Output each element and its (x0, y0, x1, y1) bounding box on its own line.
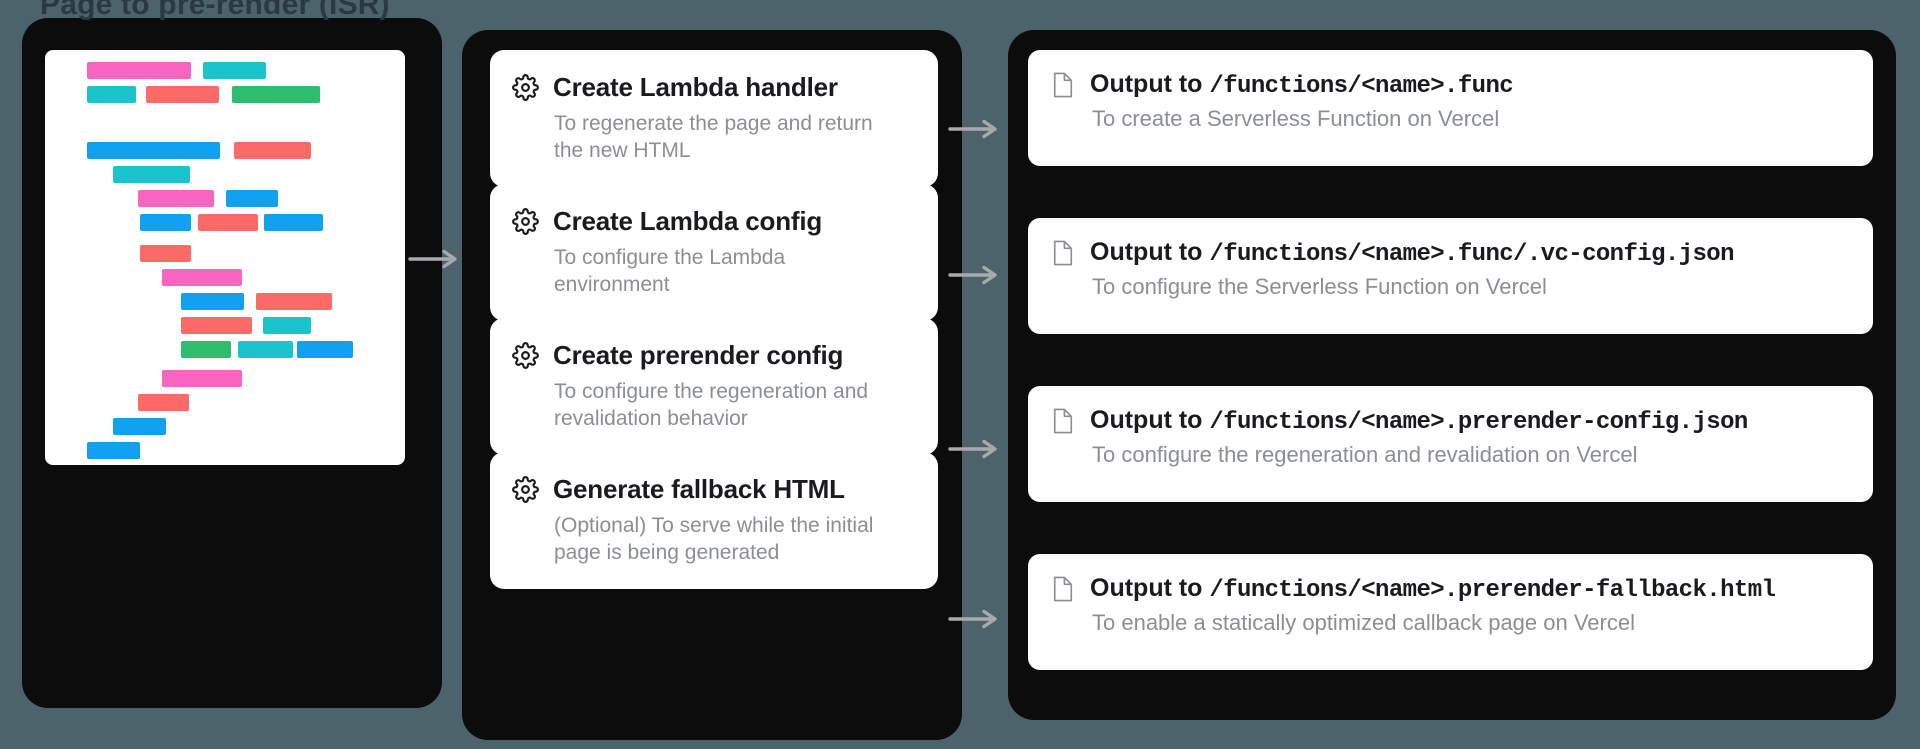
arrow-step-3-to-output-3 (948, 438, 1002, 465)
build-step-card[interactable]: Create prerender config To configure the … (490, 318, 938, 455)
build-step-description: To regenerate the page and return the ne… (554, 112, 873, 163)
output-card-title: Output to /functions/<name>.prerender-fa… (1090, 574, 1776, 604)
arrow-step-3-to-output-3-glyph (948, 438, 1002, 460)
build-step-description: To configure the regeneration and revali… (554, 380, 869, 431)
build-step-description: (Optional) To serve while the initial pa… (554, 514, 874, 565)
page-preview-bar (181, 316, 252, 334)
build-step-title: Create Lambda handler (553, 72, 838, 102)
output-card-header: Output to /functions/<name>.func/.vc-con… (1052, 238, 1849, 268)
page-preview-bar (162, 369, 242, 387)
build-step-title: Create Lambda config (553, 206, 823, 236)
output-card-description: To enable a statically optimized callbac… (1092, 610, 1635, 635)
gear-icon (512, 476, 539, 503)
build-step-header: Create Lambda config (512, 206, 916, 237)
output-card[interactable]: Output to /functions/<name>.func To creat… (1028, 50, 1873, 166)
page-preview-bar (198, 213, 258, 231)
build-step-description: To configure the Lambda environment (554, 246, 786, 297)
output-card-header: Output to /functions/<name>.func (1052, 70, 1849, 100)
output-card[interactable]: Output to /functions/<name>.prerender-co… (1028, 386, 1873, 502)
file-icon (1052, 576, 1074, 602)
page-preview-bar (238, 340, 293, 358)
page-preview-bar (138, 393, 189, 411)
output-card-title: Output to /functions/<name>.func/.vc-con… (1090, 238, 1735, 268)
page-preview-bar (256, 292, 332, 310)
file-icon (1052, 240, 1074, 266)
output-card-header: Output to /functions/<name>.prerender-fa… (1052, 574, 1849, 604)
page-preview-bar (226, 189, 278, 207)
arrow-step-1-to-output-1 (948, 118, 1002, 145)
file-icon (1052, 408, 1074, 434)
build-step-header: Create prerender config (512, 340, 916, 371)
gear-icon (512, 208, 539, 235)
output-prefix: Output to (1090, 574, 1210, 602)
output-card-description: To create a Serverless Function on Verce… (1092, 106, 1500, 131)
page-preview-bar (181, 340, 231, 358)
output-path: /functions/<name>.prerender-fallback.htm… (1209, 577, 1776, 604)
build-step-card[interactable]: Create Lambda config To configure the Lam… (490, 184, 938, 321)
page-preview-card (45, 50, 405, 465)
output-card-description: To configure the regeneration and revali… (1092, 442, 1638, 467)
gear-icon (512, 342, 539, 369)
output-path: /functions/<name>.prerender-config.json (1209, 409, 1748, 436)
output-prefix: Output to (1090, 406, 1210, 434)
page-preview-bar (113, 165, 190, 183)
arrow-step-1-to-output-1-glyph (948, 118, 1002, 140)
page-preview-bar (140, 244, 191, 262)
page-preview-bar (234, 141, 311, 159)
page-preview-bar (140, 213, 191, 231)
page-preview-bar (162, 268, 242, 286)
output-card-title: Output to /functions/<name>.prerender-co… (1090, 406, 1748, 436)
page-preview-bar (87, 61, 191, 79)
page-preview-bar (263, 316, 311, 334)
arrow-step-2-to-output-2-glyph (948, 264, 1002, 286)
page-preview-bar (181, 292, 244, 310)
page-preview-bar (87, 85, 136, 103)
arrow-page-to-steps-glyph (408, 248, 462, 270)
page-preview-bar (113, 417, 166, 435)
output-prefix: Output to (1090, 70, 1210, 98)
arrow-step-4-to-output-4 (948, 608, 1002, 635)
gear-icon (512, 74, 539, 101)
page-preview-bar (87, 441, 140, 459)
output-card-title: Output to /functions/<name>.func (1090, 70, 1514, 100)
page-preview-bar (138, 189, 214, 207)
output-card-header: Output to /functions/<name>.prerender-co… (1052, 406, 1849, 436)
output-path: /functions/<name>.func (1209, 73, 1514, 100)
arrow-step-4-to-output-4-glyph (948, 608, 1002, 630)
build-step-title: Create prerender config (553, 340, 844, 370)
page-preview-bar (232, 85, 320, 103)
page-preview-bar (146, 85, 219, 103)
output-path: /functions/<name>.func/.vc-config.json (1209, 241, 1734, 268)
build-step-card[interactable]: Generate fallback HTML (Optional) To serv… (490, 452, 938, 589)
file-icon (1052, 72, 1074, 98)
output-card[interactable]: Output to /functions/<name>.func/.vc-con… (1028, 218, 1873, 334)
build-step-card[interactable]: Create Lambda handler To regenerate the p… (490, 50, 938, 187)
output-prefix: Output to (1090, 238, 1210, 266)
output-card-description: To configure the Serverless Function on … (1092, 274, 1547, 299)
output-card[interactable]: Output to /functions/<name>.prerender-fa… (1028, 554, 1873, 670)
build-step-title: Generate fallback HTML (553, 474, 845, 504)
arrow-page-to-steps (408, 248, 462, 275)
page-title: Page to pre-render (ISR) (40, 0, 390, 21)
page-preview-bar (203, 61, 266, 79)
page-preview-bar (297, 340, 353, 358)
arrow-step-2-to-output-2 (948, 264, 1002, 291)
build-step-header: Generate fallback HTML (512, 474, 916, 505)
page-preview-bar (87, 141, 220, 159)
build-step-header: Create Lambda handler (512, 72, 916, 103)
page-preview-bar (264, 213, 323, 231)
